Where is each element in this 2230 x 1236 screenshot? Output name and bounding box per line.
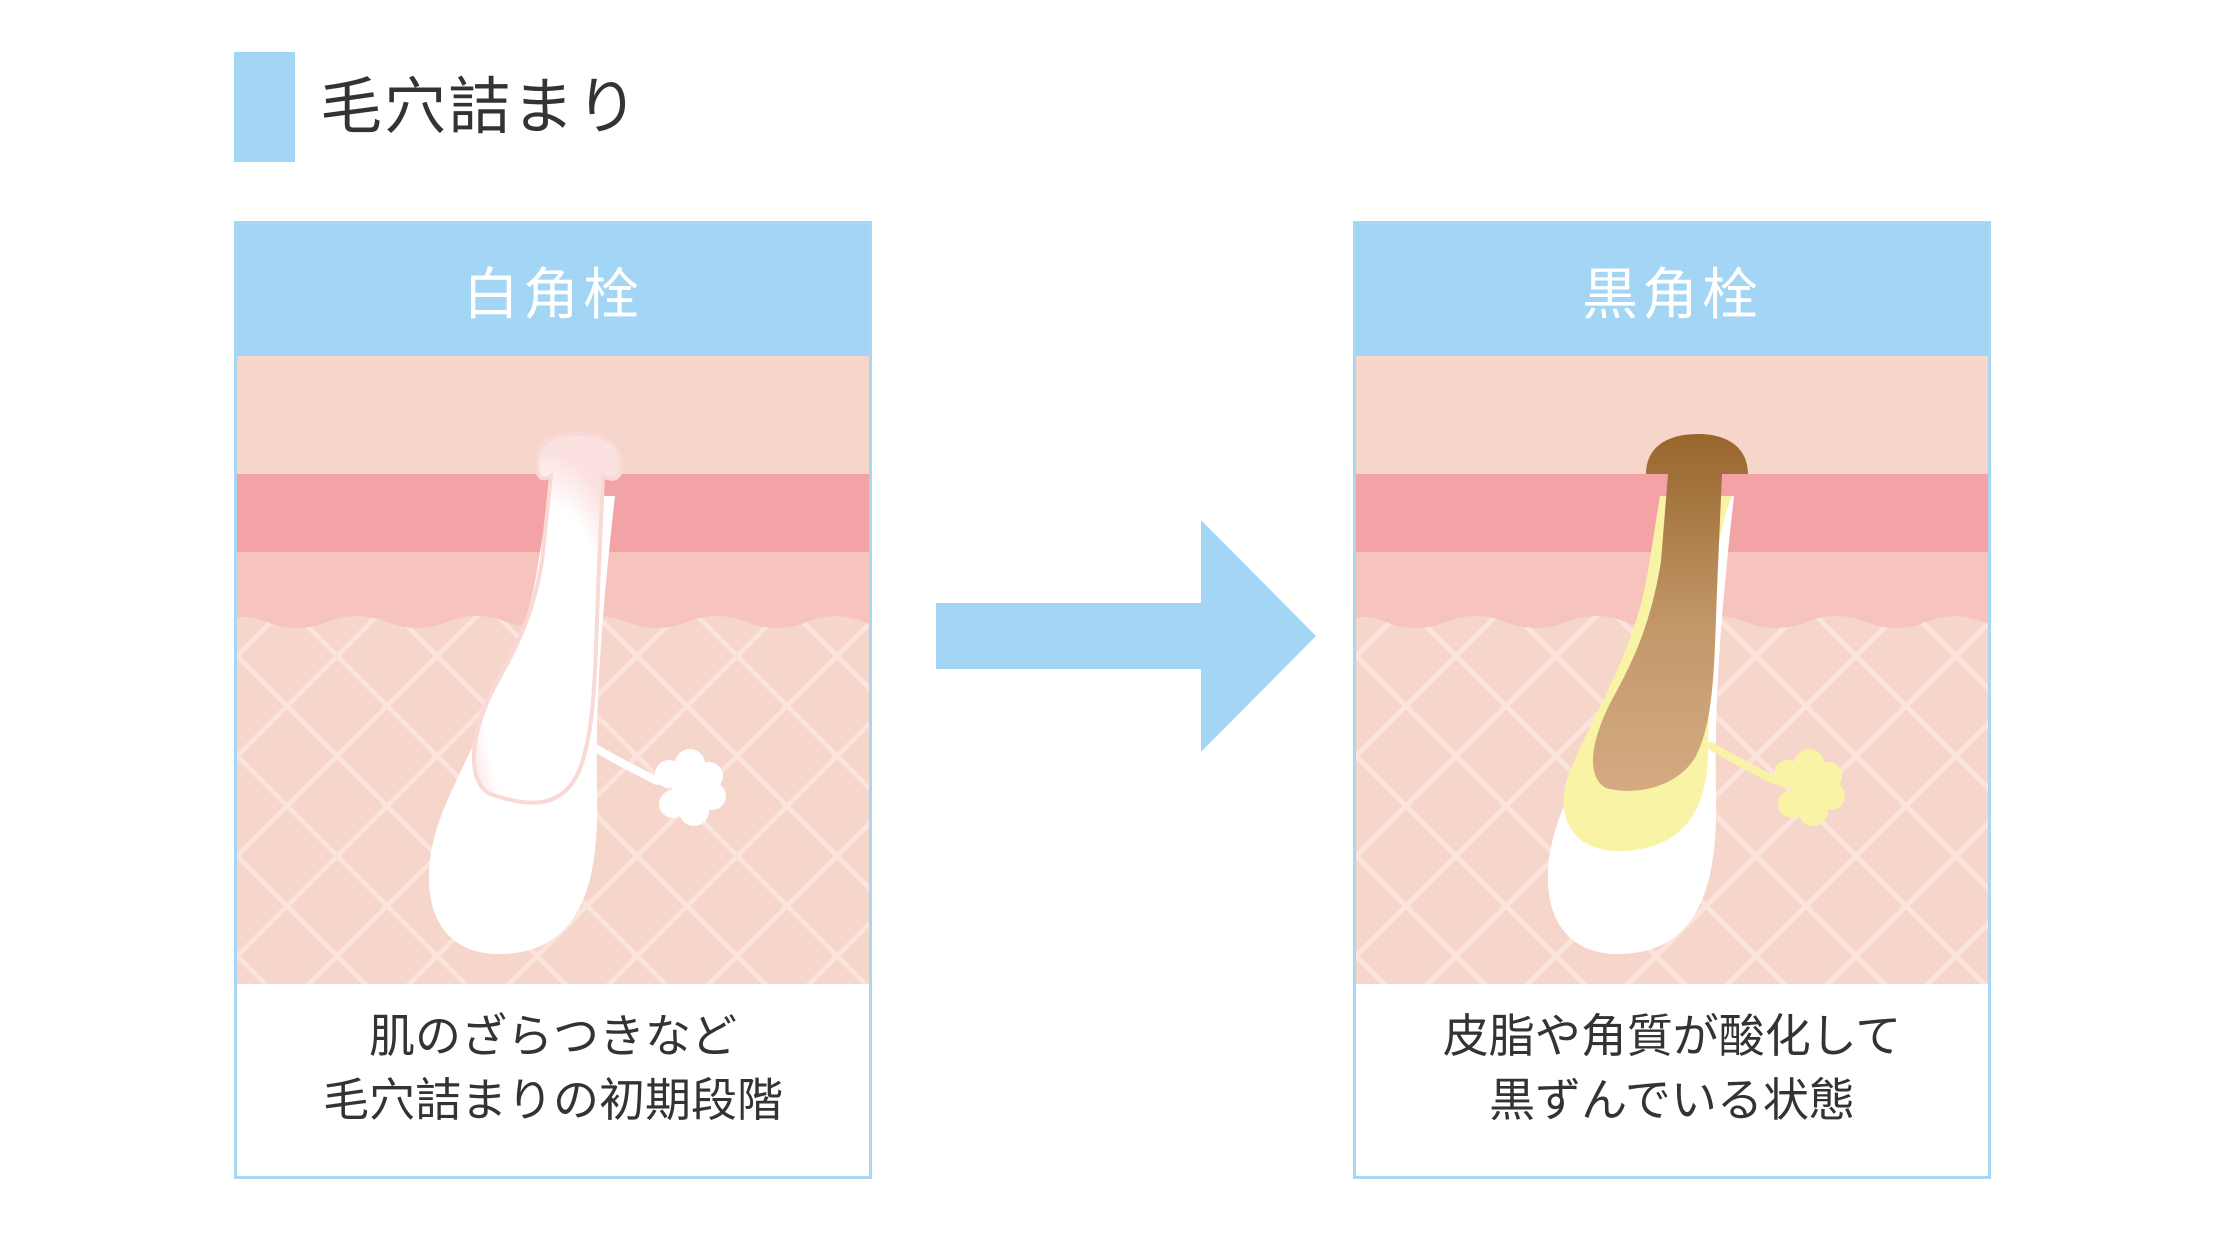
caption-line-2: 黒ずんでいる状態 xyxy=(1489,1073,1855,1127)
caption-line-2: 毛穴詰まりの初期段階 xyxy=(323,1073,783,1127)
sebaceous-duct xyxy=(588,742,661,785)
caption-line-1: 肌のざらつきなど xyxy=(369,1009,737,1063)
sebaceous-gland xyxy=(655,749,726,826)
page-title: 毛穴詰まり xyxy=(320,70,641,143)
panel-header: 黒角栓 xyxy=(1356,224,1988,356)
caption-line-1: 皮脂や角質が酸化して xyxy=(1442,1009,1902,1063)
panel-header: 白角栓 xyxy=(237,224,869,356)
skin-illustration xyxy=(237,356,869,984)
arrow-right-icon xyxy=(936,520,1316,752)
panel-caption: 肌のざらつきなど 毛穴詰まりの初期段階 xyxy=(237,1004,869,1132)
black-plug xyxy=(1592,434,1748,791)
sebaceous-gland xyxy=(1774,749,1845,826)
white-plug xyxy=(471,431,624,805)
panel-white-comedone: 白角栓 肌のざらつきなど 毛穴詰まりの初期段階 xyxy=(234,221,872,1179)
panel-caption: 皮脂や角質が酸化して 黒ずんでいる状態 xyxy=(1356,1004,1988,1132)
skin-illustration xyxy=(1356,356,1988,984)
sebaceous-duct xyxy=(1707,742,1780,785)
panel-black-comedone: 黒角栓 皮脂や角質が酸化して 黒ずんでいる状態 xyxy=(1353,221,1991,1179)
title-marker xyxy=(234,52,295,162)
